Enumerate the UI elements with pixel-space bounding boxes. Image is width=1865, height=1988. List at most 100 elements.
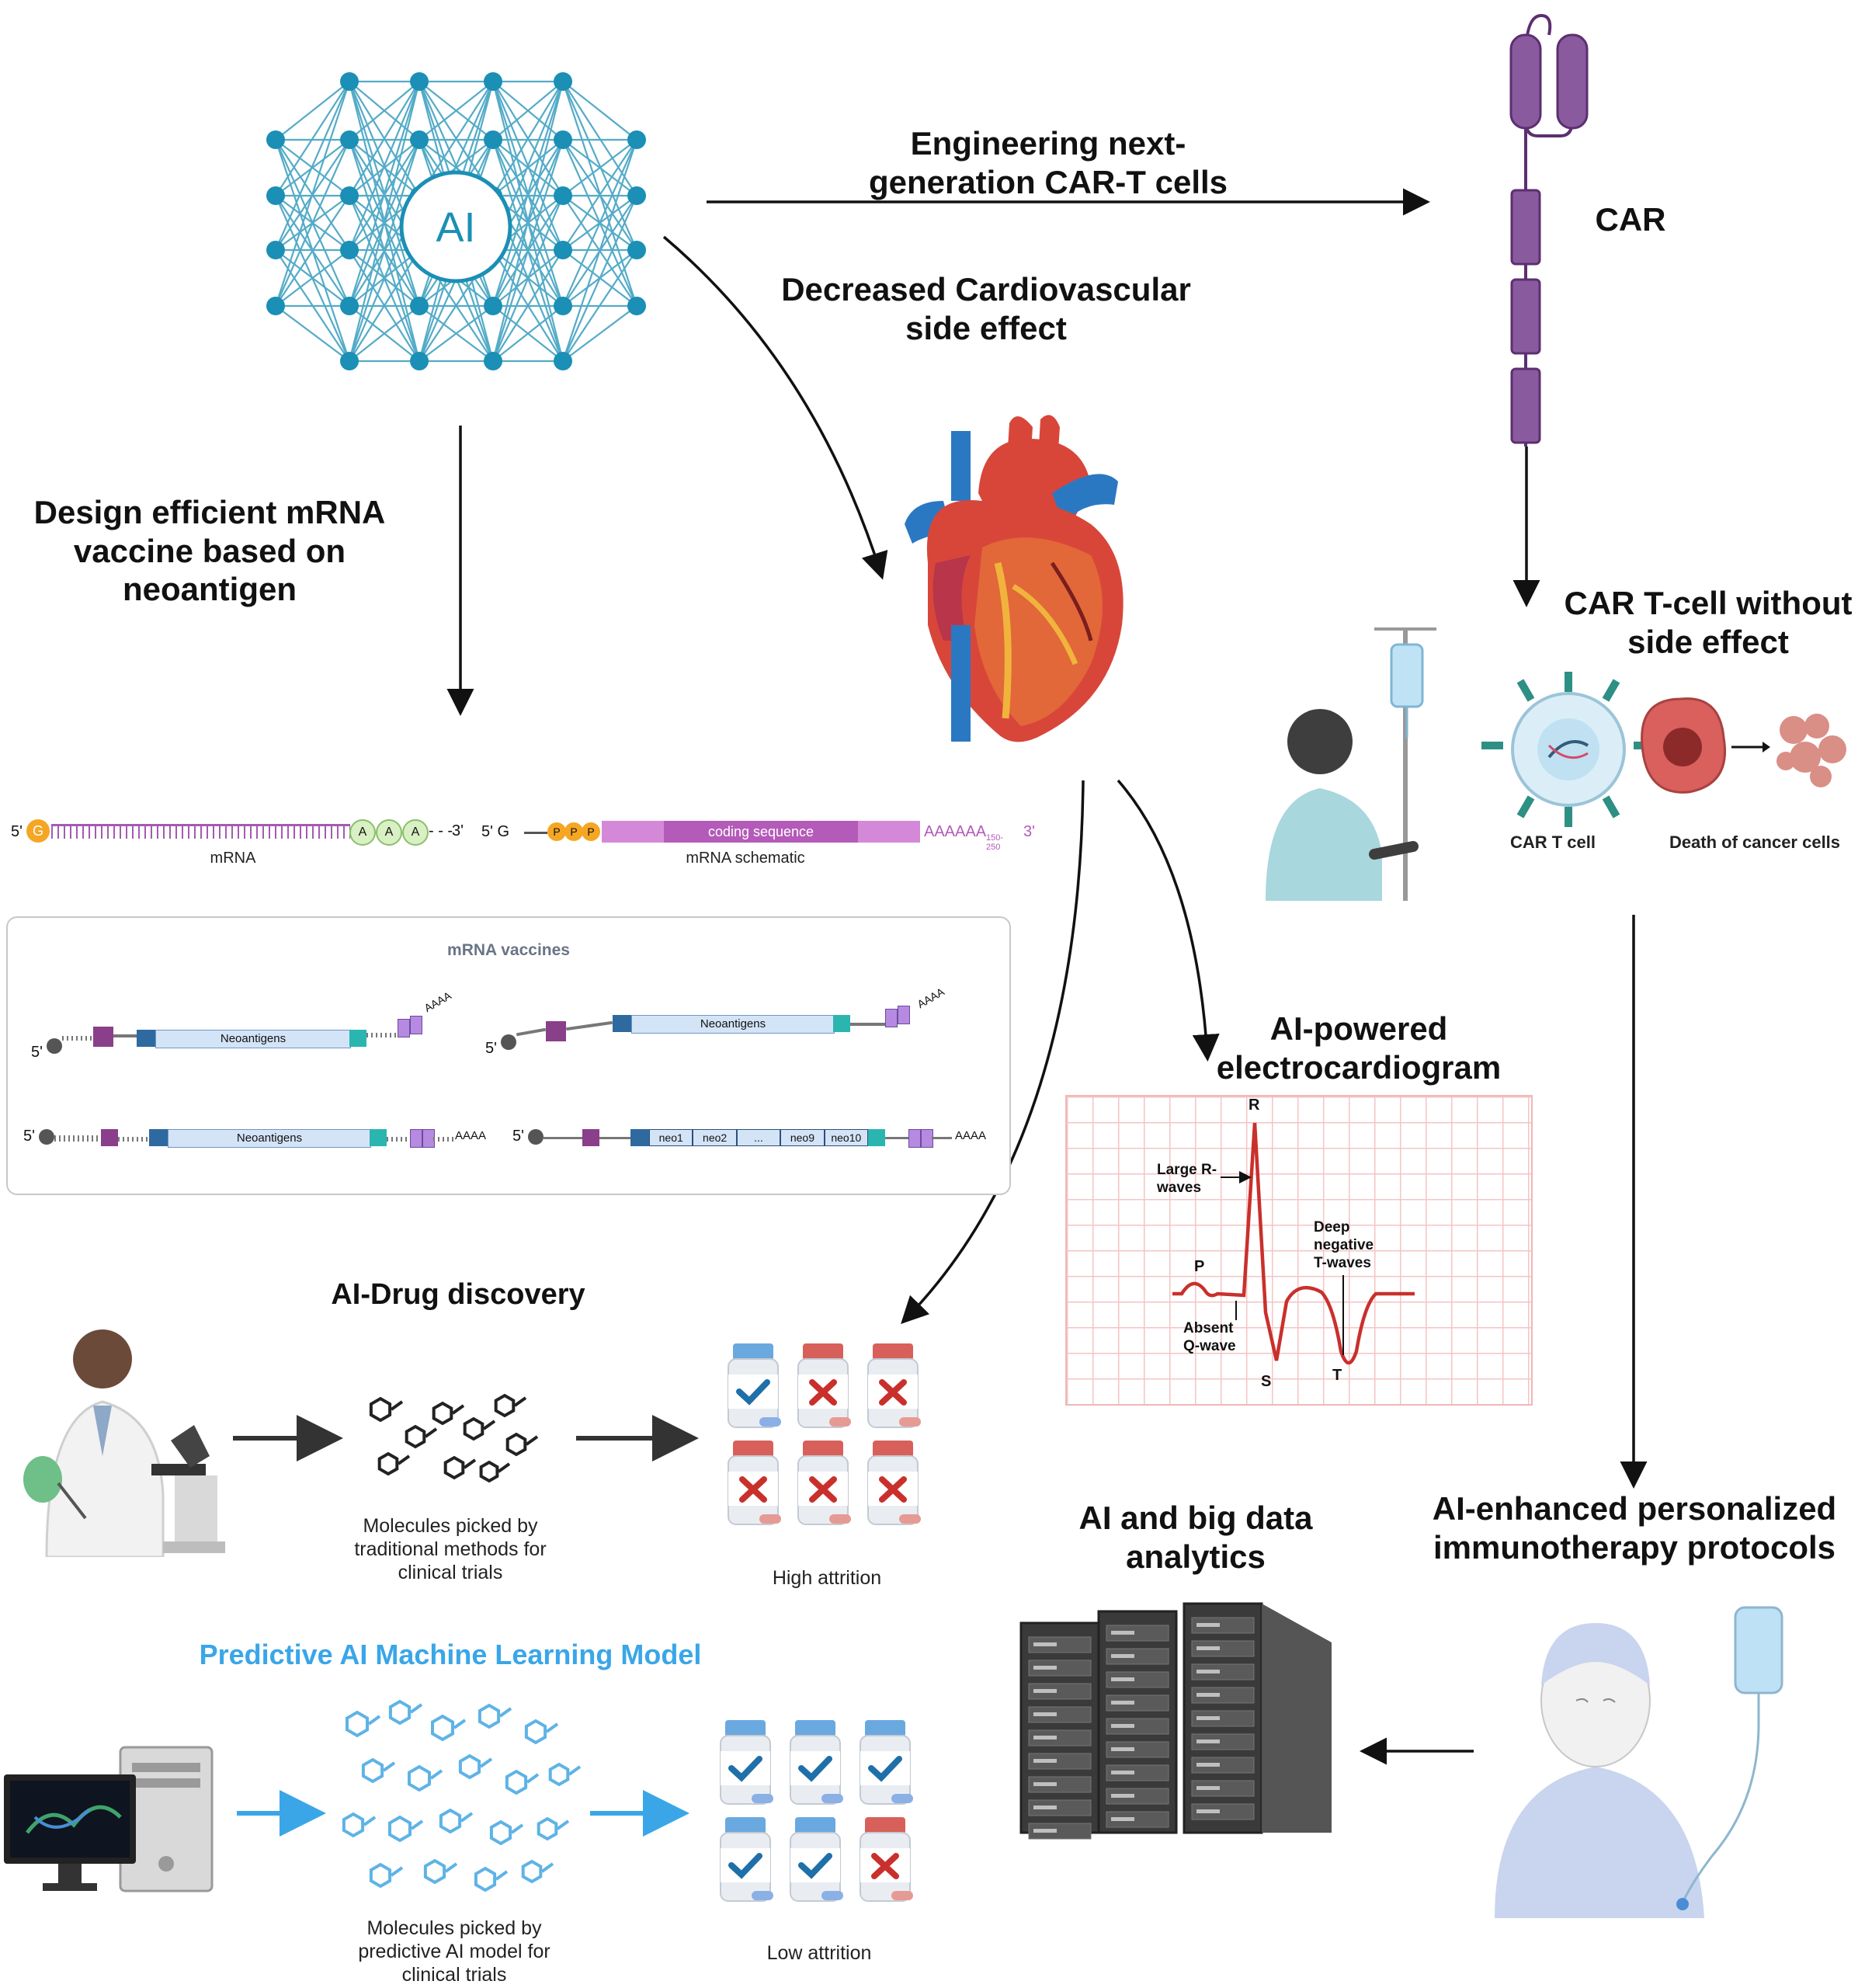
nn-node xyxy=(410,297,429,315)
nn-node xyxy=(554,72,572,91)
nn-node xyxy=(627,186,646,205)
bottle-cross-icon xyxy=(797,1441,851,1525)
bottle-check-icon xyxy=(728,1343,781,1428)
computer-icon xyxy=(4,1746,214,1892)
label-big-data: AI and big data analytics xyxy=(1078,1500,1313,1575)
bottle-cross-icon xyxy=(860,1817,913,1902)
neoantigens-block: Neoantigens xyxy=(168,1129,371,1148)
nn-node xyxy=(340,130,359,149)
low-attrition-label: Low attrition xyxy=(766,1942,872,1964)
nn-node xyxy=(266,297,285,315)
label-car: CAR xyxy=(1595,201,1666,238)
label-car-t-no-side: CAR T-cell without side effect xyxy=(1564,585,1853,660)
nn-node xyxy=(554,186,572,205)
poly-a-bead: A xyxy=(376,819,402,846)
ecg-large-r-label: Large R- waves xyxy=(1157,1162,1217,1196)
bottle-check-icon xyxy=(790,1817,843,1902)
nn-node xyxy=(266,130,285,149)
label-cardiovascular: Decreased Cardiovascular side effect xyxy=(781,271,1191,346)
bottle-cross-icon xyxy=(867,1441,921,1525)
molecule-ring xyxy=(346,1710,369,1738)
ecg-deep-t-label: Deep negative T-waves xyxy=(1314,1219,1374,1271)
bottle-check-icon xyxy=(720,1817,773,1902)
molecule-ring xyxy=(388,1815,412,1843)
molecule-ring xyxy=(478,1703,501,1729)
ecg-t-label: T xyxy=(1332,1367,1342,1384)
ecg-trace xyxy=(1172,1122,1415,1365)
mrna-backbone xyxy=(51,824,350,839)
neo-segment: neo1 xyxy=(649,1129,693,1146)
bottle-check-icon xyxy=(790,1720,843,1805)
cap-g-icon: G xyxy=(26,819,50,843)
molecule-ring xyxy=(474,1866,497,1892)
molecule-ring xyxy=(361,1757,384,1784)
nn-node xyxy=(554,297,572,315)
nn-node xyxy=(484,297,502,315)
nn-node xyxy=(340,297,359,315)
car-receptor-icon xyxy=(1509,13,1589,447)
scientist-microscope-icon xyxy=(23,1329,225,1557)
neo-segment: neo9 xyxy=(780,1129,825,1146)
molecule-ring xyxy=(388,1699,412,1726)
nn-node xyxy=(554,241,572,259)
poly-a-bead: A xyxy=(402,819,429,846)
vaccine-construct: 5' Neoantigens AAAA xyxy=(31,989,453,1061)
molecules-traditional-icon xyxy=(369,1393,539,1483)
patient-iv-icon xyxy=(1266,627,1436,901)
molecule-ring xyxy=(432,1401,453,1426)
molecule-ring xyxy=(439,1808,462,1834)
label-immunotherapy: AI-enhanced personalized immunotherapy p… xyxy=(1432,1490,1837,1566)
coding-sequence-block: coding sequence xyxy=(664,821,858,843)
neo-segment: ... xyxy=(736,1129,781,1146)
heart-icon xyxy=(905,415,1124,742)
car-t-cell-label: CAR T cell xyxy=(1509,832,1596,852)
nn-node xyxy=(627,130,646,149)
label-mrna-design: Design efficient mRNA vaccine based on n… xyxy=(33,494,386,608)
ecg-absent-q-label: Absent Q-wave xyxy=(1183,1320,1236,1354)
death-cancer-label: Death of cancer cells xyxy=(1669,832,1841,852)
nn-node xyxy=(554,352,572,370)
bottle-cross-icon xyxy=(728,1441,781,1525)
molecule-ring xyxy=(463,1416,484,1441)
bottle-cross-icon xyxy=(867,1343,921,1428)
nn-node xyxy=(340,72,359,91)
nn-node xyxy=(554,130,572,149)
neo-segment: neo10 xyxy=(824,1129,869,1146)
mrna-vaccines-panel: mRNA vaccines 5' Neoantigens AAAA 5' Neo… xyxy=(6,916,1011,1195)
label-predictive-model: Predictive AI Machine Learning Model xyxy=(199,1639,702,1670)
arrow-heart-to-drugs xyxy=(901,780,1085,1325)
molecule-ring xyxy=(408,1764,431,1792)
nn-node xyxy=(340,186,359,205)
mrna-schematic-label: mRNA schematic xyxy=(686,850,805,867)
label-engineering-car-t: Engineering next- generation CAR-T cells xyxy=(868,125,1228,200)
molecule-ring xyxy=(342,1812,365,1838)
nn-node xyxy=(266,241,285,259)
phosphate-icon: P xyxy=(564,822,583,841)
traditional-caption: Molecules picked by traditional methods … xyxy=(354,1515,547,1583)
ecg-title: AI-powered electrocardiogram xyxy=(1216,1010,1502,1086)
molecule-ring xyxy=(489,1819,512,1846)
ecg-r-label: R xyxy=(1249,1097,1260,1114)
mrna-strand: 5' G A A A - - - 3' xyxy=(8,819,464,874)
molecule-ring xyxy=(423,1858,446,1885)
molecule-ring xyxy=(458,1753,481,1780)
molecule-ring xyxy=(377,1451,399,1476)
mrna-label: mRNA xyxy=(210,850,256,867)
nn-node xyxy=(340,352,359,370)
neoantigens-block: Neoantigens xyxy=(631,1015,835,1034)
ecg-s-label: S xyxy=(1261,1373,1272,1390)
molecule-ring xyxy=(431,1714,454,1742)
molecule-ring xyxy=(369,1396,392,1423)
arrow-ai-to-heart xyxy=(662,235,888,580)
cancer-cell-dying-icon xyxy=(1641,697,1846,794)
ai-caption: Molecules picked by predictive AI model … xyxy=(358,1917,550,1986)
phosphate-icon: P xyxy=(582,822,600,841)
molecule-ring xyxy=(443,1455,465,1480)
mrna-schematic: 5' G P P P coding sequence AAAAAA 150-25… xyxy=(481,819,1035,874)
molecule-ring xyxy=(405,1424,426,1449)
ecg-chart xyxy=(1065,1095,1533,1406)
vaccine-construct: 5' Neoantigens AAAA xyxy=(485,985,946,1057)
arrow-heart-to-ecg xyxy=(1117,779,1220,1062)
